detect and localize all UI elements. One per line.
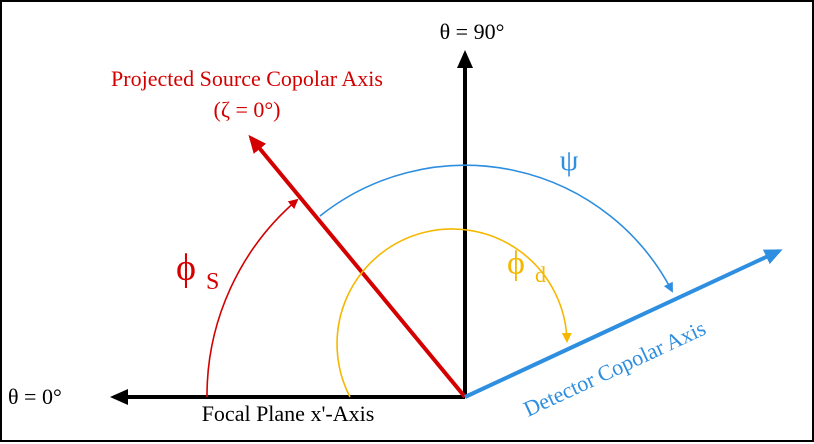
- phi-s-symbol: ϕ: [176, 247, 196, 289]
- phi-s-subscript: S: [206, 269, 219, 295]
- phi-s-arc: [206, 198, 299, 398]
- source-axis-label-line1: Projected Source Copolar Axis: [111, 66, 383, 91]
- source-axis-label-line2: (ζ = 0°): [214, 97, 281, 122]
- psi-label: ψ: [560, 144, 579, 177]
- source-copolar-axis: [248, 134, 467, 399]
- phi-d-arc: [336, 228, 572, 398]
- psi-arc: [319, 164, 673, 293]
- theta-90-label: θ = 90°: [440, 19, 505, 44]
- detector-copolar-axis: [464, 249, 783, 399]
- detector-axis-label: Detector Copolar Axis: [520, 315, 710, 421]
- phi-d-subscript: d: [535, 262, 546, 287]
- focal-plane-label: Focal Plane x'-Axis: [202, 401, 375, 426]
- phi-s-label: ϕ S: [176, 247, 219, 295]
- phi-d-label: ϕ d: [507, 245, 546, 287]
- phi-d-symbol: ϕ: [507, 245, 525, 282]
- theta-0-label: θ = 0°: [8, 384, 62, 409]
